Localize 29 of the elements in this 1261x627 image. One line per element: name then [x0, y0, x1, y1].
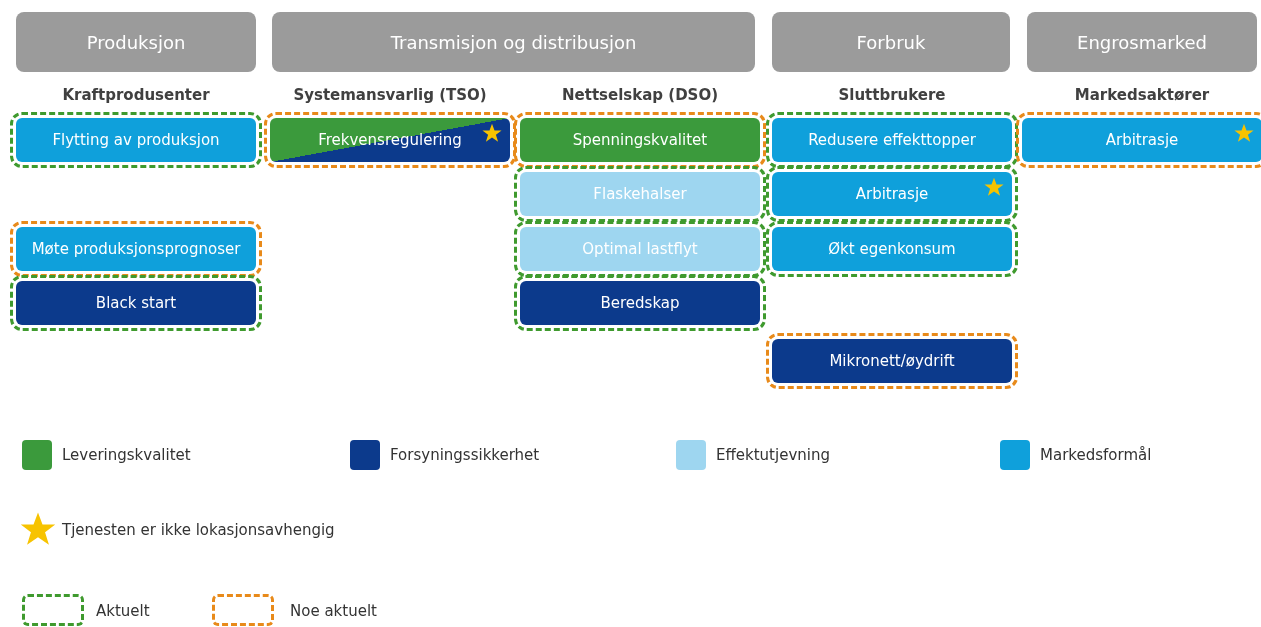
column-heading: Kraftprodusenter — [61, 85, 211, 106]
service-box: Beredskap — [520, 281, 760, 325]
category-header: Engrosmarked — [1027, 12, 1257, 72]
legend-label: Leveringskvalitet — [62, 445, 191, 466]
legend-label: Tjenesten er ikke lokasjonsavhengig — [62, 520, 335, 541]
legend-label: Forsyningssikkerhet — [390, 445, 540, 466]
category-header: Produksjon — [16, 12, 256, 72]
service-box: Optimal lastflyt — [520, 227, 760, 271]
service-box: Spenningskvalitet — [520, 118, 760, 162]
legend-label: Markedsformål — [1040, 445, 1152, 466]
column-heading: Nettselskap (DSO) — [561, 85, 719, 106]
category-header: Forbruk — [772, 12, 1010, 72]
column-heading: Markedsaktører — [1073, 85, 1211, 106]
service-box: Flaskehalser — [520, 172, 760, 216]
service-box: Arbitrasje — [772, 172, 1012, 216]
column-heading: Systemansvarlig (TSO) — [292, 85, 488, 106]
service-box: Møte produksjonsprognoser — [16, 227, 256, 271]
category-header: Transmisjon og distribusjon — [272, 12, 755, 72]
column-heading: Sluttbrukere — [837, 85, 947, 106]
service-box: Flytting av produksjon — [16, 118, 256, 162]
service-box: Frekvensregulering — [270, 118, 510, 162]
service-box: Redusere effekttopper — [772, 118, 1012, 162]
legend-label: Effektutjevning — [716, 445, 830, 466]
service-box: Økt egenkonsum — [772, 227, 1012, 271]
legend-label: Aktuelt — [96, 601, 150, 622]
service-box: Mikronett/øydrift — [772, 339, 1012, 383]
service-box: Arbitrasje — [1022, 118, 1261, 162]
legend-label: Noe aktuelt — [290, 601, 377, 622]
service-box: Black start — [16, 281, 256, 325]
